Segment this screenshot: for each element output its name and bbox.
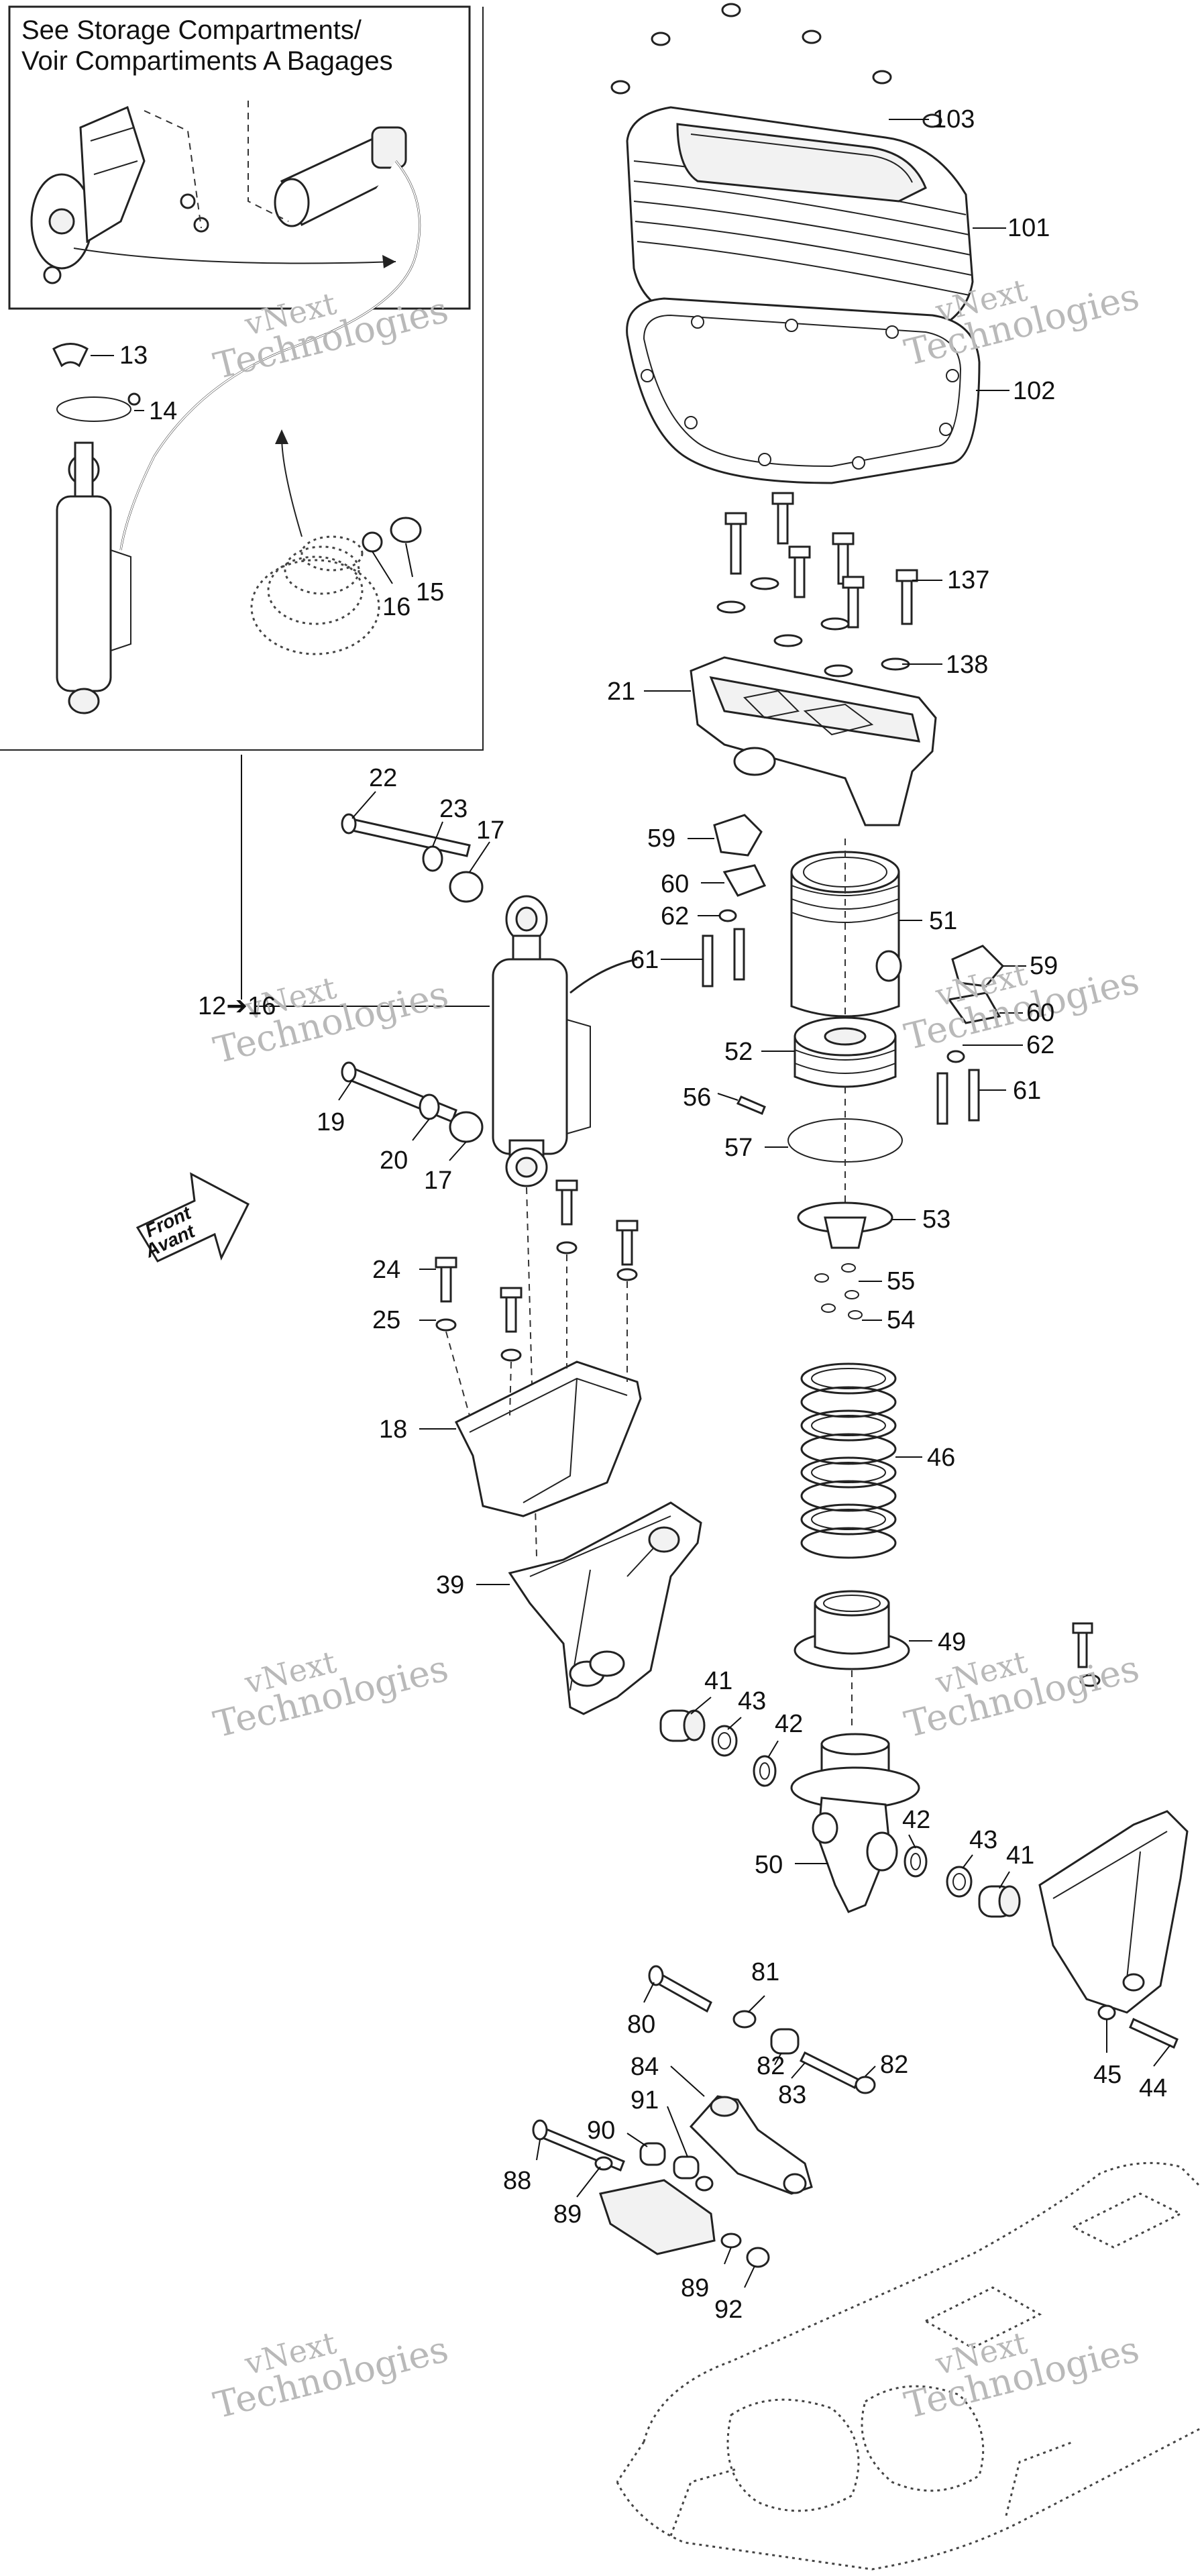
callout-43-right: 43 bbox=[969, 1826, 997, 1854]
callout-61-right: 61 bbox=[1013, 1077, 1041, 1105]
callout-56: 56 bbox=[683, 1083, 711, 1112]
callout-91: 91 bbox=[631, 2086, 659, 2114]
callout-61-left: 61 bbox=[631, 946, 659, 974]
callout-49: 49 bbox=[938, 1628, 966, 1656]
callout-60-right: 60 bbox=[1026, 999, 1054, 1027]
callout-22: 22 bbox=[369, 764, 397, 792]
callout-62-left: 62 bbox=[661, 902, 689, 930]
callout-19: 19 bbox=[317, 1108, 345, 1136]
callout-46: 46 bbox=[927, 1444, 955, 1472]
inset-bracket bbox=[30, 105, 209, 284]
inset-pump bbox=[248, 101, 407, 227]
callout-44: 44 bbox=[1139, 2074, 1167, 2102]
bracket-18 bbox=[435, 1179, 642, 1517]
swing-arm-50 bbox=[790, 1733, 920, 1913]
leader-lines bbox=[91, 119, 1171, 2288]
callout-55: 55 bbox=[887, 1267, 915, 1295]
coil-spring-46 bbox=[800, 1362, 897, 1559]
callout-41-right: 41 bbox=[1006, 1841, 1034, 1870]
callout-50: 50 bbox=[755, 1851, 783, 1879]
callout-59-left: 59 bbox=[647, 824, 675, 853]
callout-51: 51 bbox=[929, 907, 957, 935]
bushings-left bbox=[659, 1709, 777, 1787]
callout-90: 90 bbox=[587, 2116, 615, 2145]
callout-18: 18 bbox=[379, 1415, 407, 1444]
rocker-assembly bbox=[532, 1965, 876, 2268]
callout-24: 24 bbox=[372, 1256, 400, 1284]
inset-title-line1: See Storage Compartments/ bbox=[21, 15, 362, 45]
callout-62-right: 62 bbox=[1026, 1031, 1054, 1059]
inset-bellows bbox=[250, 429, 380, 655]
callout-59-right: 59 bbox=[1030, 952, 1058, 980]
storage-inset: See Storage Compartments/ Voir Compartim… bbox=[0, 5, 484, 751]
part-13 bbox=[52, 343, 89, 368]
part-15 bbox=[390, 517, 422, 543]
callout-81: 81 bbox=[751, 1958, 779, 1986]
callout-25: 25 bbox=[372, 1306, 400, 1334]
arm-39 bbox=[508, 1501, 702, 1715]
spring-housing-51 bbox=[790, 839, 902, 1046]
callout-57: 57 bbox=[724, 1134, 753, 1162]
callout-60-left: 60 bbox=[661, 870, 689, 898]
callout-137: 137 bbox=[947, 566, 989, 594]
callout-16: 16 bbox=[382, 593, 411, 621]
callout-42-right: 42 bbox=[902, 1806, 930, 1834]
callout-42-left: 42 bbox=[775, 1710, 803, 1738]
callout-23: 23 bbox=[439, 795, 468, 823]
callout-54: 54 bbox=[887, 1306, 915, 1334]
front-arrow: Front Avant bbox=[135, 1172, 250, 1263]
callout-14: 14 bbox=[149, 397, 177, 425]
callout-21: 21 bbox=[607, 678, 635, 706]
watermarks: vNext Technologies vNext Technologies vN… bbox=[209, 272, 1143, 2427]
callout-39: 39 bbox=[436, 1571, 464, 1599]
callout-82-right: 82 bbox=[880, 2051, 908, 2079]
callout-52: 52 bbox=[724, 1038, 753, 1066]
callout-20: 20 bbox=[380, 1146, 408, 1175]
callout-88: 88 bbox=[503, 2167, 531, 2195]
callout-89-right: 89 bbox=[681, 2274, 709, 2302]
top-cover-assembly bbox=[610, 3, 981, 484]
callout-83: 83 bbox=[778, 2081, 806, 2109]
callout-15: 15 bbox=[416, 578, 444, 606]
callout-13: 13 bbox=[119, 341, 148, 370]
callout-138: 138 bbox=[946, 651, 988, 679]
callout-17-upper: 17 bbox=[476, 816, 504, 845]
callout-101: 101 bbox=[1007, 214, 1050, 242]
bushings-right bbox=[904, 1845, 1021, 1918]
inset-title-line2: Voir Compartiments A Bagages bbox=[21, 46, 393, 76]
callout-89-left: 89 bbox=[553, 2200, 582, 2229]
clamp-right bbox=[936, 945, 1005, 1125]
spring-seat-49 bbox=[794, 1590, 910, 1731]
callout-84: 84 bbox=[631, 2053, 659, 2081]
right-bracket bbox=[1038, 1622, 1189, 2049]
callout-41-left: 41 bbox=[704, 1667, 732, 1695]
plate-assembly bbox=[690, 492, 937, 826]
callout-53: 53 bbox=[922, 1205, 950, 1234]
callout-labels: 103 101 102 137 138 21 13 14 15 16 22 23… bbox=[119, 105, 1167, 2324]
callout-17-lower: 17 bbox=[424, 1167, 452, 1195]
callout-43-left: 43 bbox=[738, 1687, 766, 1715]
callout-82-left: 82 bbox=[757, 2052, 785, 2080]
callout-103: 103 bbox=[932, 105, 975, 133]
spring-seat-upper bbox=[736, 1016, 903, 1320]
clamp-left bbox=[702, 814, 767, 987]
callout-45: 45 bbox=[1093, 2061, 1122, 2089]
callout-102: 102 bbox=[1013, 377, 1055, 405]
part-14 bbox=[56, 396, 131, 422]
part-16 bbox=[362, 531, 383, 553]
ski-hull bbox=[616, 2161, 1202, 2571]
shock-assembly bbox=[241, 755, 638, 1557]
callout-92: 92 bbox=[714, 2296, 743, 2324]
callout-80: 80 bbox=[627, 2010, 655, 2039]
callout-12-16: 12➔16 bbox=[198, 992, 276, 1020]
inset-shock bbox=[56, 441, 131, 714]
